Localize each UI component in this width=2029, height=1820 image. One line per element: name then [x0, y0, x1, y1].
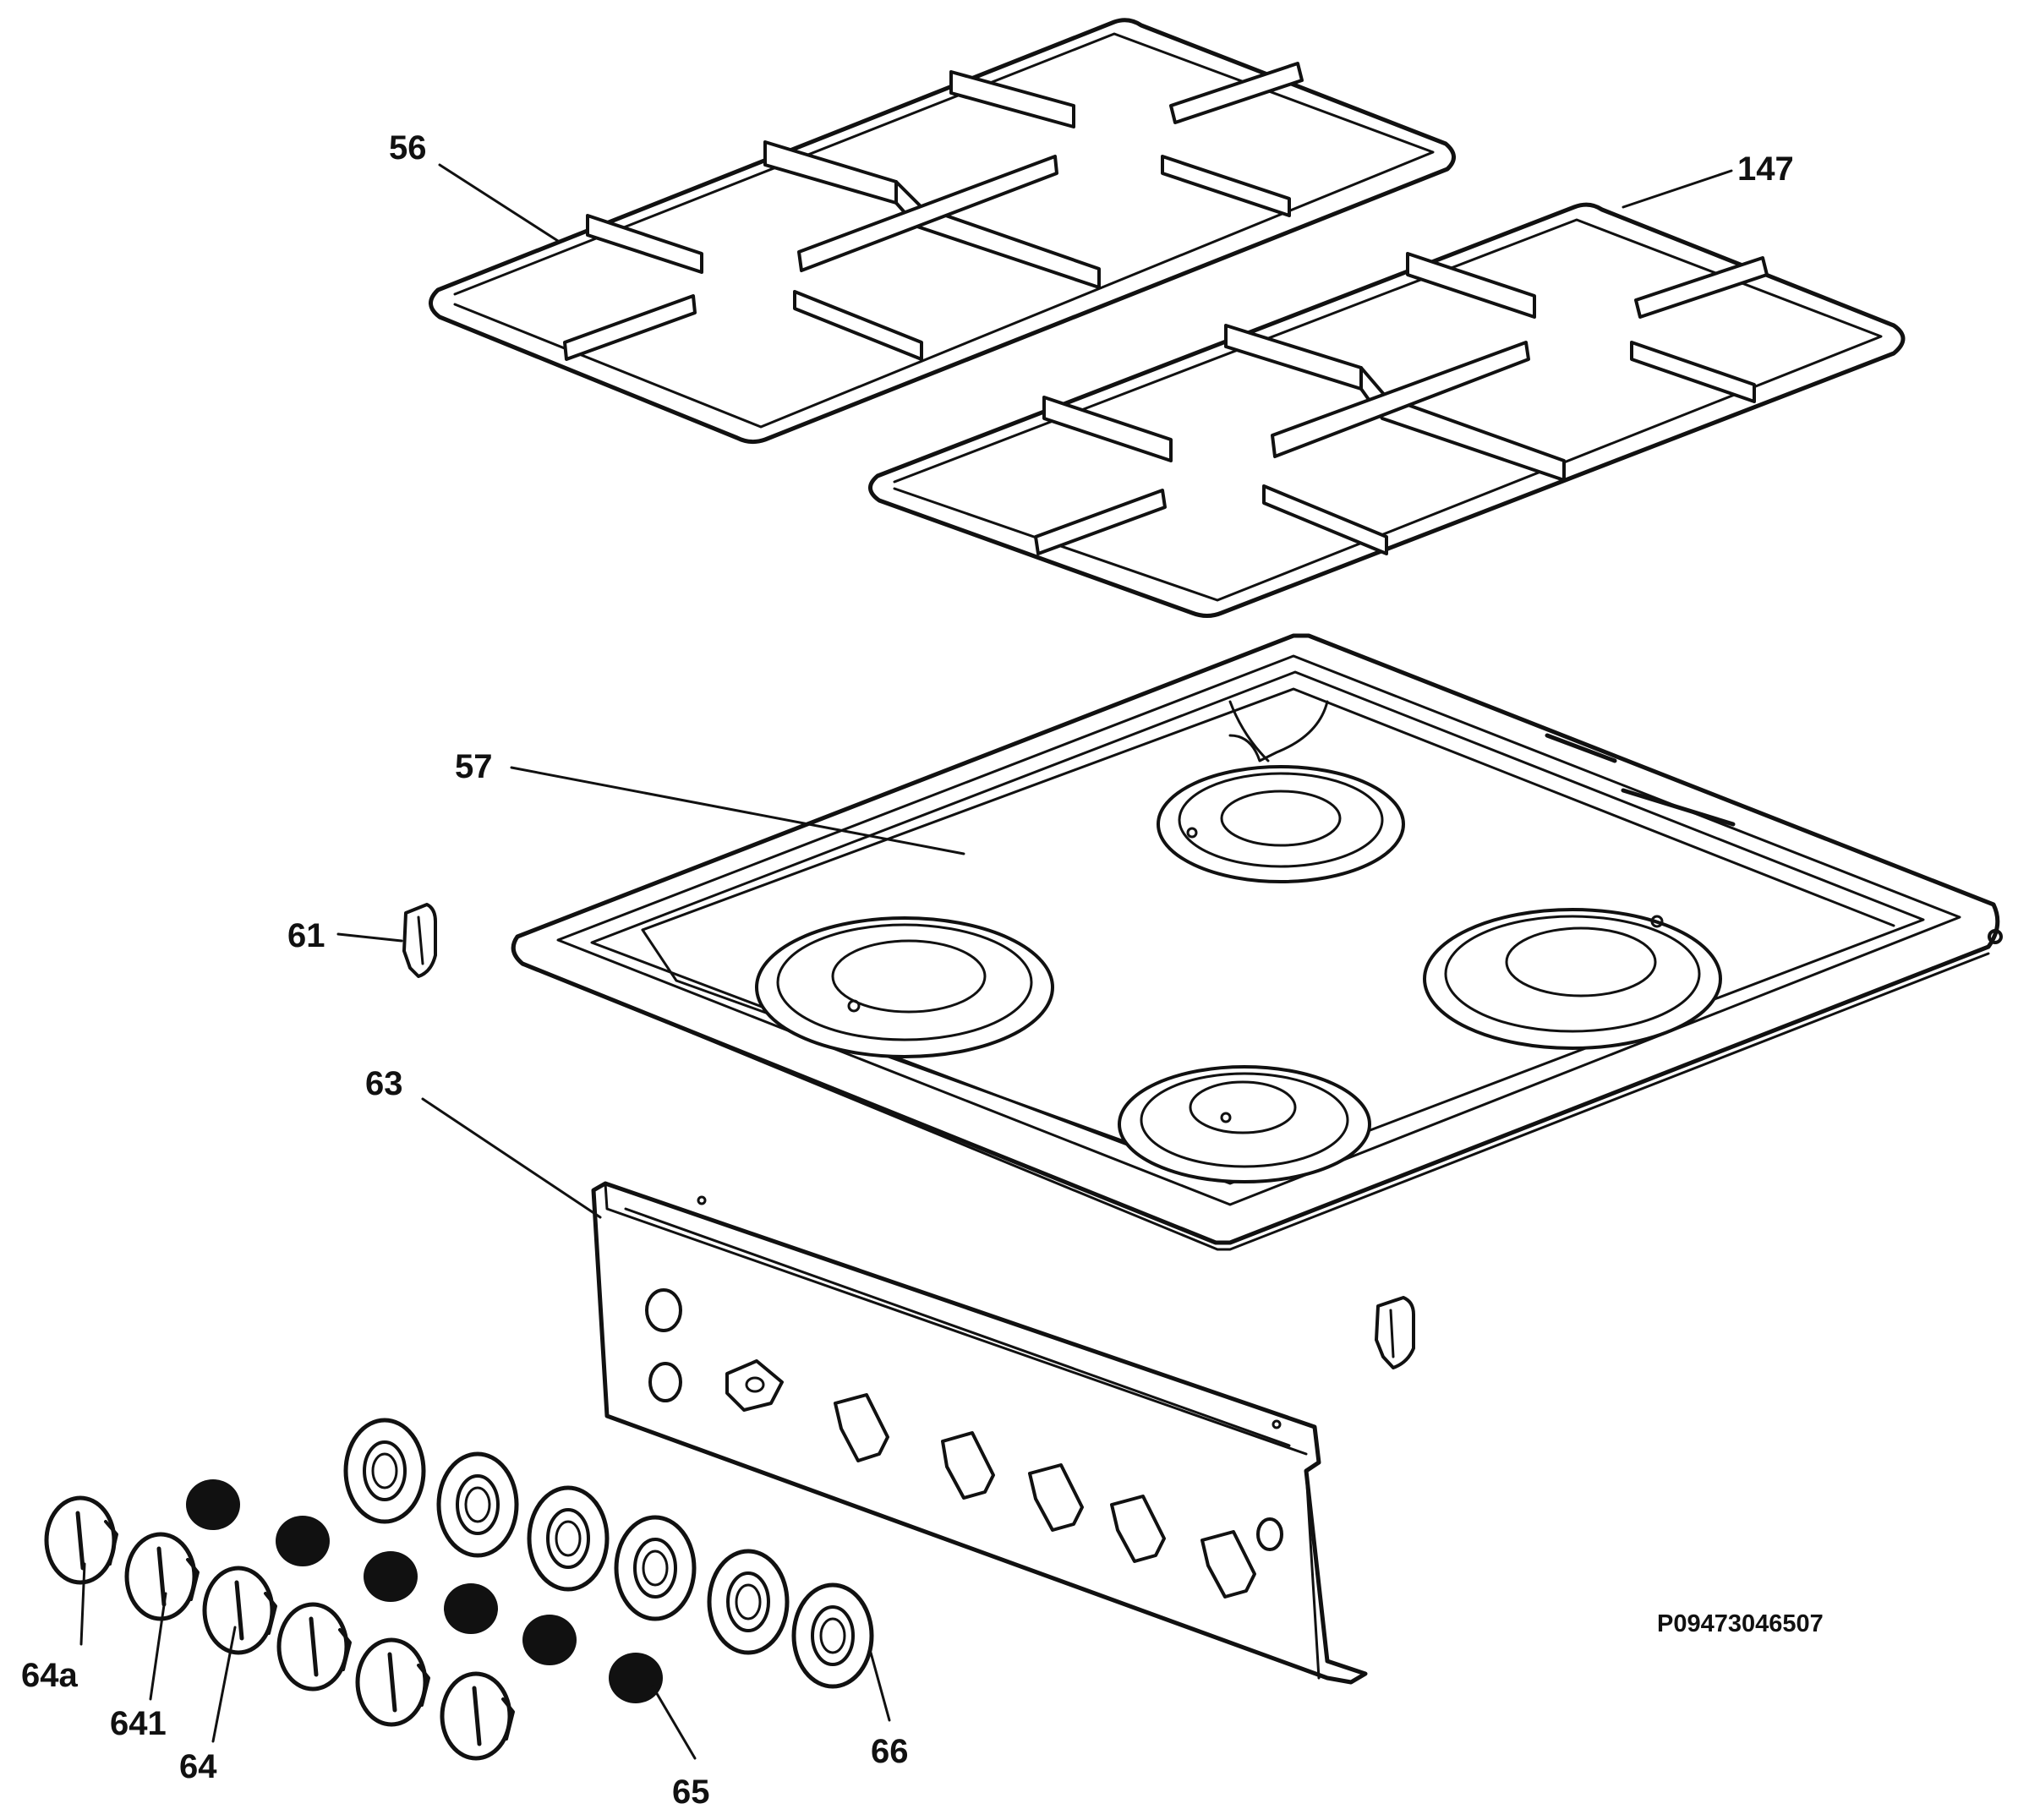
- clip-right: [1375, 1296, 1415, 1369]
- spacer: [186, 1479, 240, 1530]
- burner-seat-front: [1118, 1065, 1371, 1183]
- callout-64a: 64a: [21, 1657, 78, 1694]
- bezel: [527, 1485, 610, 1592]
- spacer: [522, 1615, 577, 1665]
- hob-top-57: [511, 633, 2003, 1251]
- callout-64: 64: [179, 1748, 217, 1785]
- spacer: [276, 1516, 330, 1566]
- knob-set-64: [44, 1495, 515, 1761]
- callout-61: 61: [287, 917, 325, 954]
- callout-147: 147: [1737, 150, 1794, 188]
- spacer-set-65: [186, 1479, 663, 1703]
- bezel: [436, 1451, 519, 1558]
- pan-support-56: [429, 18, 1456, 445]
- callout-63: 63: [365, 1065, 403, 1102]
- callout-65: 65: [672, 1774, 710, 1811]
- knob-64: [202, 1566, 277, 1655]
- burner-seat-right: [1423, 908, 1722, 1050]
- burner-seat-rear: [1157, 765, 1405, 883]
- burner-seat-left: [755, 916, 1054, 1058]
- bezel: [343, 1418, 426, 1524]
- bezel: [614, 1515, 697, 1621]
- knob-641: [124, 1532, 200, 1621]
- spacer: [609, 1653, 663, 1703]
- control-panel-63: [591, 1181, 1368, 1685]
- callout-57: 57: [455, 748, 493, 785]
- callout-56: 56: [389, 129, 427, 167]
- callout-641: 641: [110, 1705, 167, 1742]
- knob: [355, 1637, 430, 1727]
- document-id: P09473046507: [1657, 1610, 1824, 1637]
- callout-66: 66: [871, 1733, 909, 1770]
- spacer: [364, 1551, 418, 1602]
- knob: [276, 1602, 352, 1692]
- knob-64a: [44, 1495, 118, 1585]
- knob: [440, 1671, 515, 1761]
- pan-support-147: [868, 202, 1906, 618]
- clip-61: [402, 903, 437, 978]
- leader-lines: [79, 163, 1733, 1760]
- spacer: [444, 1583, 498, 1634]
- bezel-set-66: [343, 1418, 874, 1689]
- bezel: [707, 1549, 790, 1655]
- bezel: [791, 1582, 874, 1689]
